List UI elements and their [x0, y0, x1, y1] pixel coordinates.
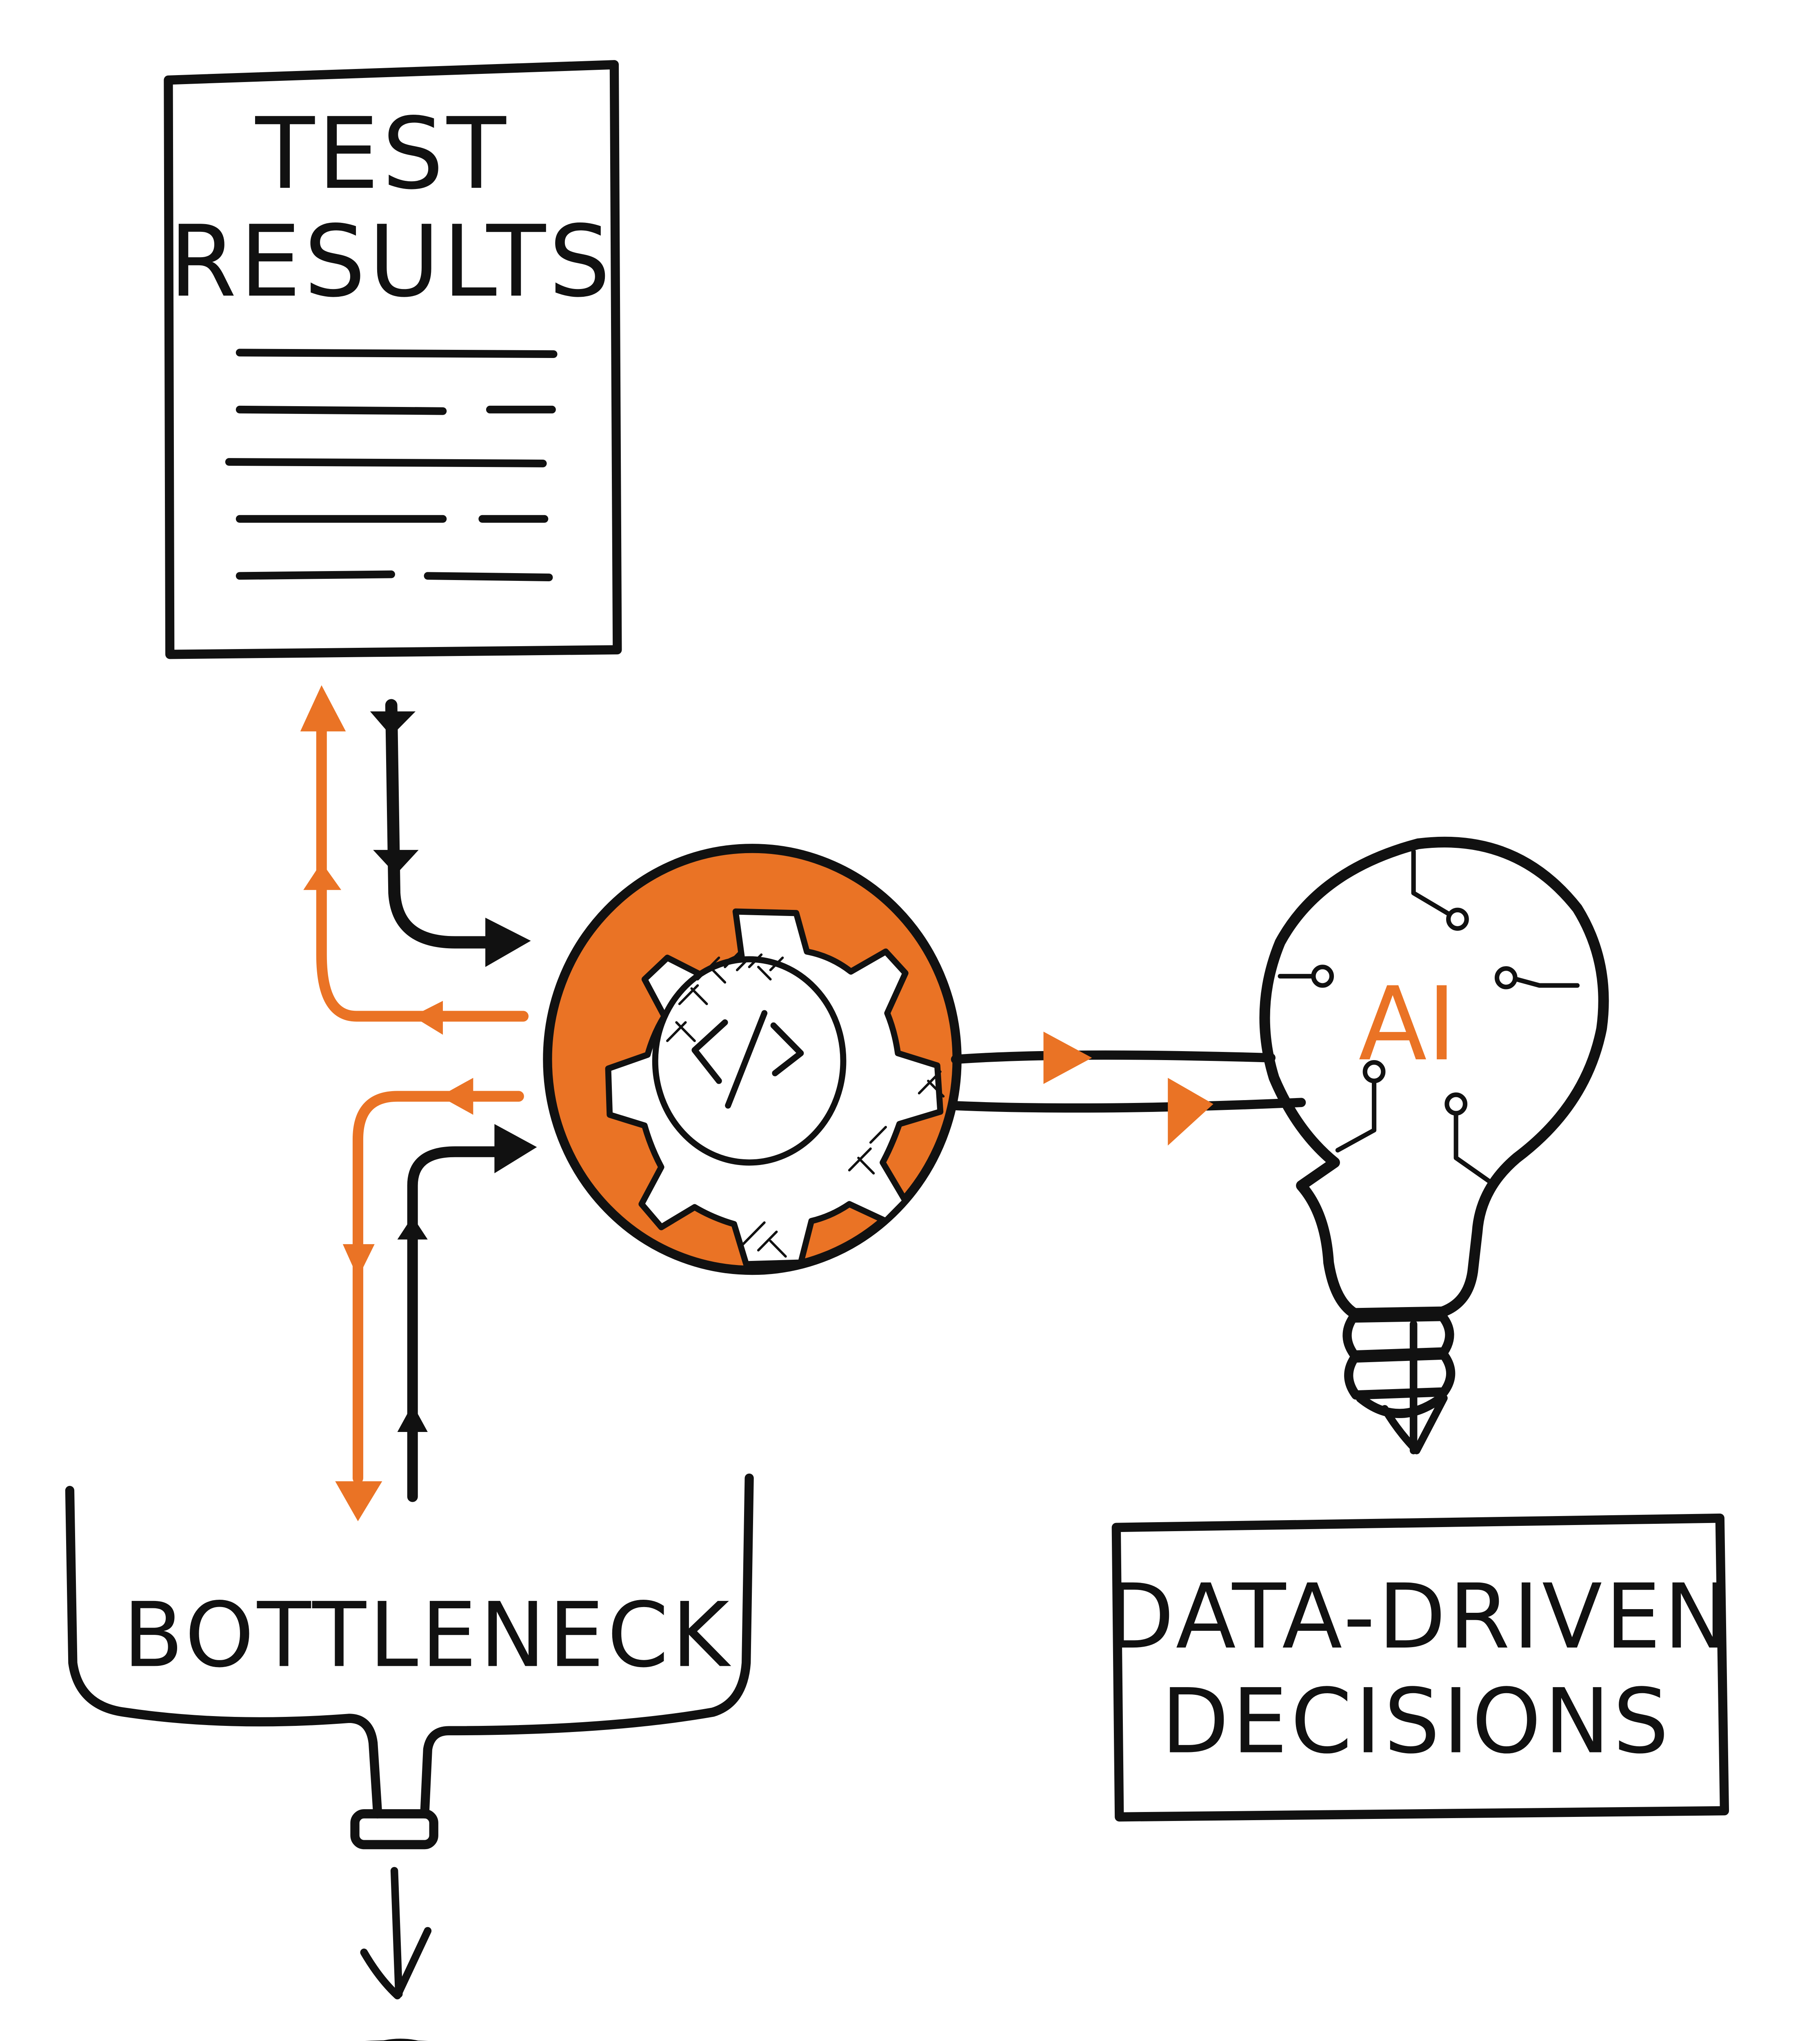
decisions-box — [1111, 1513, 1729, 1822]
test-results-title-line1: TEST — [255, 97, 509, 211]
decisions-line2: DECISIONS — [1161, 1670, 1672, 1774]
bulb-base — [1342, 1312, 1456, 1418]
edge-test-results-to-processor — [370, 699, 531, 967]
ai-label: AI — [1358, 965, 1456, 1083]
decisions-line1: DATA-DRIVEN — [1107, 1565, 1733, 1669]
edge-processor-to-ai — [948, 1032, 1306, 1146]
decisions-node: DATA-DRIVEN DECISIONS — [1107, 1513, 1733, 1822]
test-results-node: TEST RESULTS — [164, 60, 622, 659]
bottleneck-node: BOTTLENECK — [65, 1473, 754, 1850]
circuit-traces — [1278, 849, 1580, 1188]
funnel-bottleneck-icon — [65, 1473, 754, 1819]
ai-node: AI — [1259, 836, 1609, 1418]
code-brackets-icon — [691, 1010, 804, 1109]
bottleneck-label: BOTTLENECK — [123, 1583, 732, 1687]
edge-processor-to-test-results — [300, 685, 529, 1035]
test-results-title-line2: RESULTS — [169, 205, 613, 319]
edge-processor-to-bottleneck — [335, 1078, 524, 1521]
edge-bottleneck-to-processor — [397, 1124, 537, 1502]
edge-ai-to-decisions — [1381, 1320, 1448, 1454]
processor-node — [543, 844, 962, 1275]
bottleneck-neck — [350, 1809, 438, 1850]
document-icon — [164, 60, 622, 659]
crosshatch-shading — [666, 950, 945, 1258]
edge-bottleneck-to-manual — [360, 1867, 432, 2000]
gear-hub — [652, 956, 847, 1166]
document-text-lines — [225, 349, 558, 581]
